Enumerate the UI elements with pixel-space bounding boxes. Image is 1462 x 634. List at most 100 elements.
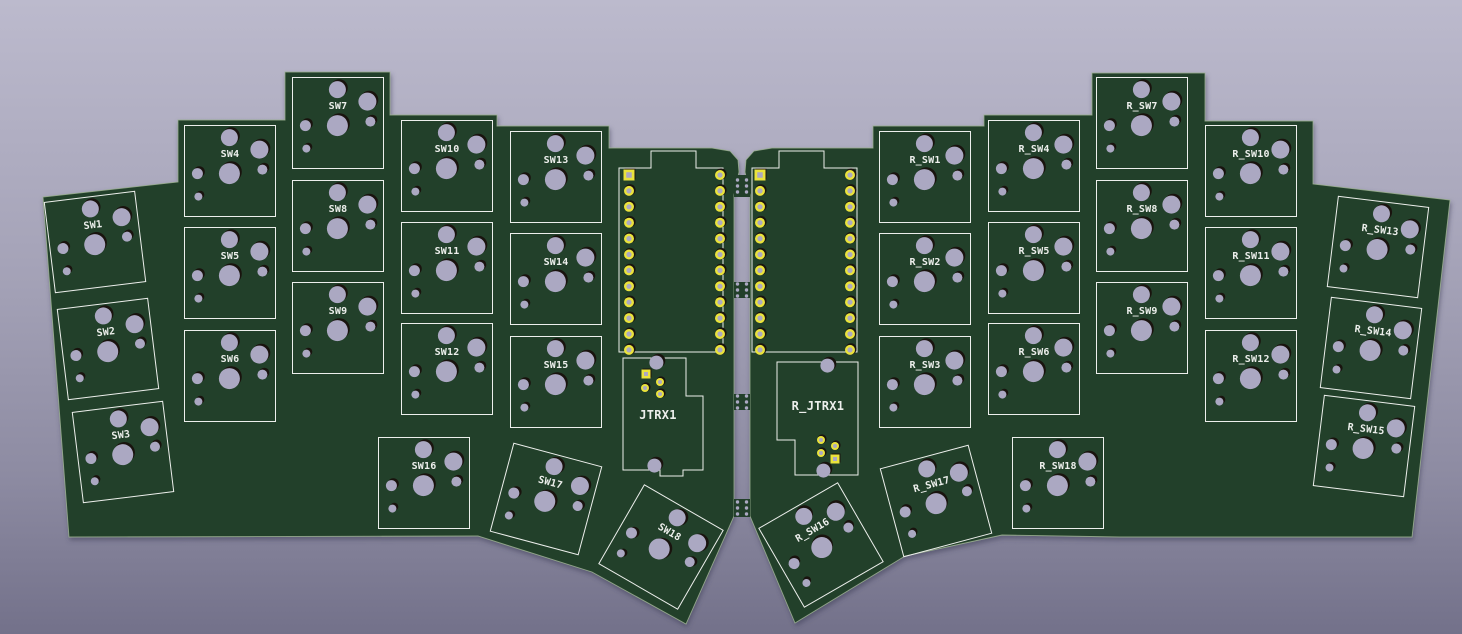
mouse-bite-hole: [744, 400, 749, 404]
switch-courtyard-outline: [401, 323, 493, 415]
switch-footprint-R_SW2: R_SW2: [879, 233, 971, 325]
drill-hole: [326, 218, 348, 240]
drill-hole: [358, 195, 377, 214]
switch-courtyard-outline: [292, 77, 384, 169]
switch-footprint-R_SW4: R_SW4: [988, 120, 1080, 212]
drill-hole: [302, 349, 311, 358]
drill-hole: [358, 297, 377, 316]
drill-hole: [1215, 192, 1224, 201]
switch-courtyard-outline: [1319, 296, 1423, 400]
drill-hole: [534, 490, 556, 512]
drill-hole: [62, 267, 71, 276]
switch-footprint-R_SW7: R_SW7: [1096, 77, 1188, 169]
drill-hole: [1169, 116, 1180, 127]
switch-footprint-SW18: SW18: [598, 484, 724, 610]
pad-drill: [717, 188, 723, 194]
switch-footprint-SW4: SW4: [184, 125, 276, 217]
drill-hole: [517, 379, 529, 391]
pad-drill: [626, 188, 632, 194]
switch-ref-label: R_SW12: [1232, 354, 1269, 365]
pad-drill: [717, 331, 723, 337]
switch-ref-label: R_SW1: [909, 155, 940, 166]
drill-hole: [444, 452, 463, 471]
drill-hole: [1132, 81, 1150, 99]
pad-drill: [717, 283, 723, 289]
switch-courtyard-outline: [1012, 437, 1104, 529]
drill-hole: [688, 534, 707, 553]
drill-hole: [1054, 135, 1073, 154]
drill-hole: [1061, 261, 1072, 272]
drill-hole: [302, 247, 311, 256]
switch-ref-label: R_SW14: [1354, 324, 1392, 339]
pad-drill: [847, 172, 853, 178]
drill-hole: [811, 537, 833, 559]
drill-hole: [1358, 404, 1376, 422]
mouse-bite-hole: [735, 506, 740, 510]
drill-hole: [572, 501, 583, 512]
pad-drill: [658, 392, 662, 396]
switch-footprint-SW9: SW9: [292, 282, 384, 374]
drill-hole: [1212, 270, 1224, 282]
drill-hole: [795, 507, 813, 525]
drill-hole: [913, 169, 935, 191]
drill-hole: [889, 300, 898, 309]
pad-drill: [819, 451, 823, 455]
switch-footprint-SW16: SW16: [378, 437, 470, 529]
drill-hole: [1271, 140, 1290, 159]
drill-hole: [945, 351, 964, 370]
switch-ref-label: R_SW4: [1018, 144, 1049, 155]
drill-hole: [1391, 443, 1402, 454]
drill-hole: [1241, 129, 1259, 147]
drill-hole: [1212, 373, 1224, 385]
drill-hole: [913, 374, 935, 396]
drill-hole: [1241, 334, 1259, 352]
switch-ref-label: R_SW5: [1018, 246, 1049, 257]
drill-hole: [504, 511, 513, 520]
mouse-bite-hole: [735, 288, 740, 292]
switch-footprint-R_SW5: R_SW5: [988, 222, 1080, 314]
pad-drill: [757, 220, 763, 226]
drill-hole: [437, 124, 455, 142]
drill-hole: [1271, 242, 1290, 261]
drill-hole: [616, 549, 625, 558]
switch-courtyard-outline: [988, 120, 1080, 212]
switch-ref-label: R_SW7: [1126, 101, 1157, 112]
drill-hole: [412, 475, 434, 497]
pad-drill: [757, 283, 763, 289]
drill-hole: [998, 390, 1007, 399]
drill-hole: [995, 366, 1007, 378]
drill-hole: [899, 506, 911, 518]
drill-hole: [1405, 244, 1416, 255]
switch-courtyard-outline: [598, 484, 724, 610]
drill-hole: [191, 168, 203, 180]
drill-hole: [385, 480, 397, 492]
drill-hole: [220, 334, 238, 352]
drill-hole: [326, 320, 348, 342]
mouse-bite-hole: [744, 506, 749, 510]
drill-hole: [90, 477, 99, 486]
switch-courtyard-outline: [1205, 227, 1297, 319]
switch-footprint-SW15: SW15: [510, 336, 602, 428]
panel-bridge-tab: [734, 394, 750, 410]
switch-ref-label: R_SW9: [1126, 306, 1157, 317]
mouse-bite-hole: [744, 406, 749, 410]
pad-drill: [717, 220, 723, 226]
switch-footprint-SW14: SW14: [510, 233, 602, 325]
pad-drill: [847, 299, 853, 305]
switch-footprint-SW7: SW7: [292, 77, 384, 169]
drill-hole: [949, 463, 968, 482]
drill-hole: [257, 369, 268, 380]
drill-hole: [998, 289, 1007, 298]
drill-hole: [467, 135, 486, 154]
drill-hole: [191, 270, 203, 282]
drill-hole: [826, 502, 845, 521]
drill-hole: [1130, 218, 1152, 240]
switch-courtyard-outline: [184, 227, 276, 319]
mcu-ref-label: R_JTRX1: [792, 399, 845, 414]
pad-drill: [847, 204, 853, 210]
switch-footprint-R_SW9: R_SW9: [1096, 282, 1188, 374]
drill-hole: [1061, 362, 1072, 373]
drill-hole: [583, 375, 594, 386]
